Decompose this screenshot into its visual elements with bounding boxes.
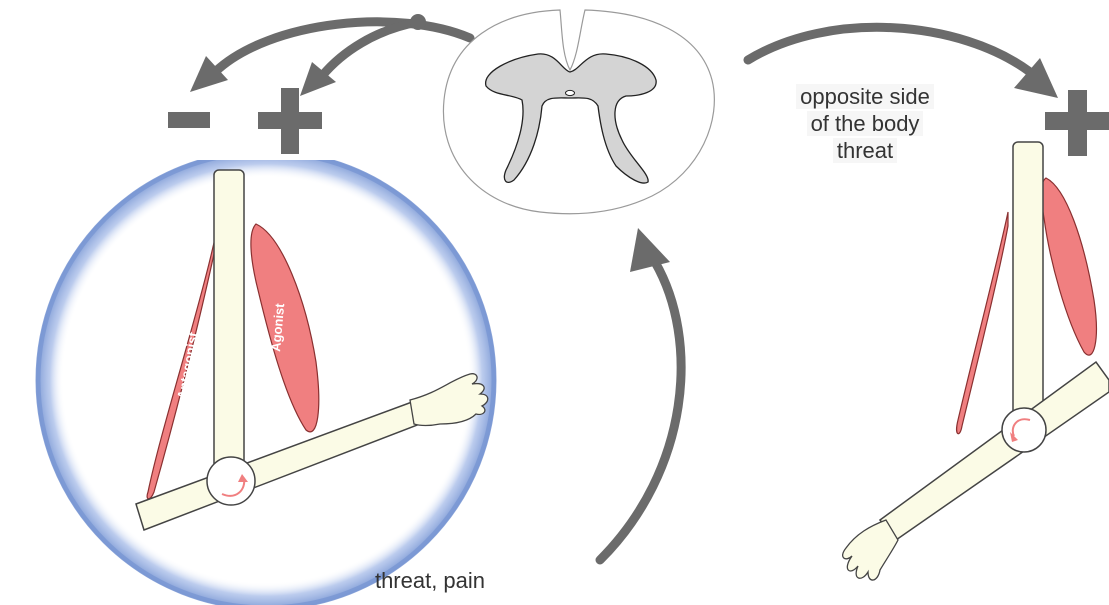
threat-pain-label: threat, pain — [330, 568, 530, 595]
right-antagonist-muscle — [957, 212, 1008, 434]
opposite-line-1: opposite side — [796, 84, 934, 109]
right-agonist-muscle — [1041, 178, 1096, 355]
branch-point — [410, 14, 426, 30]
right-elbow-joint — [1002, 408, 1046, 452]
opposite-line-3: threat — [833, 138, 897, 163]
upper-arm-bone — [214, 170, 244, 470]
minus-sign — [168, 112, 210, 128]
right-limb — [843, 142, 1109, 580]
right-upper-arm-bone — [1013, 142, 1043, 432]
spinal-cord — [443, 10, 714, 214]
threat-pain-arrow — [600, 228, 681, 560]
opposite-line-2: of the body — [807, 111, 924, 136]
opposite-side-label: opposite side of the body threat — [750, 84, 980, 164]
elbow-joint — [207, 457, 255, 505]
right-hand — [843, 520, 898, 580]
right-forearm-bone — [880, 362, 1109, 540]
